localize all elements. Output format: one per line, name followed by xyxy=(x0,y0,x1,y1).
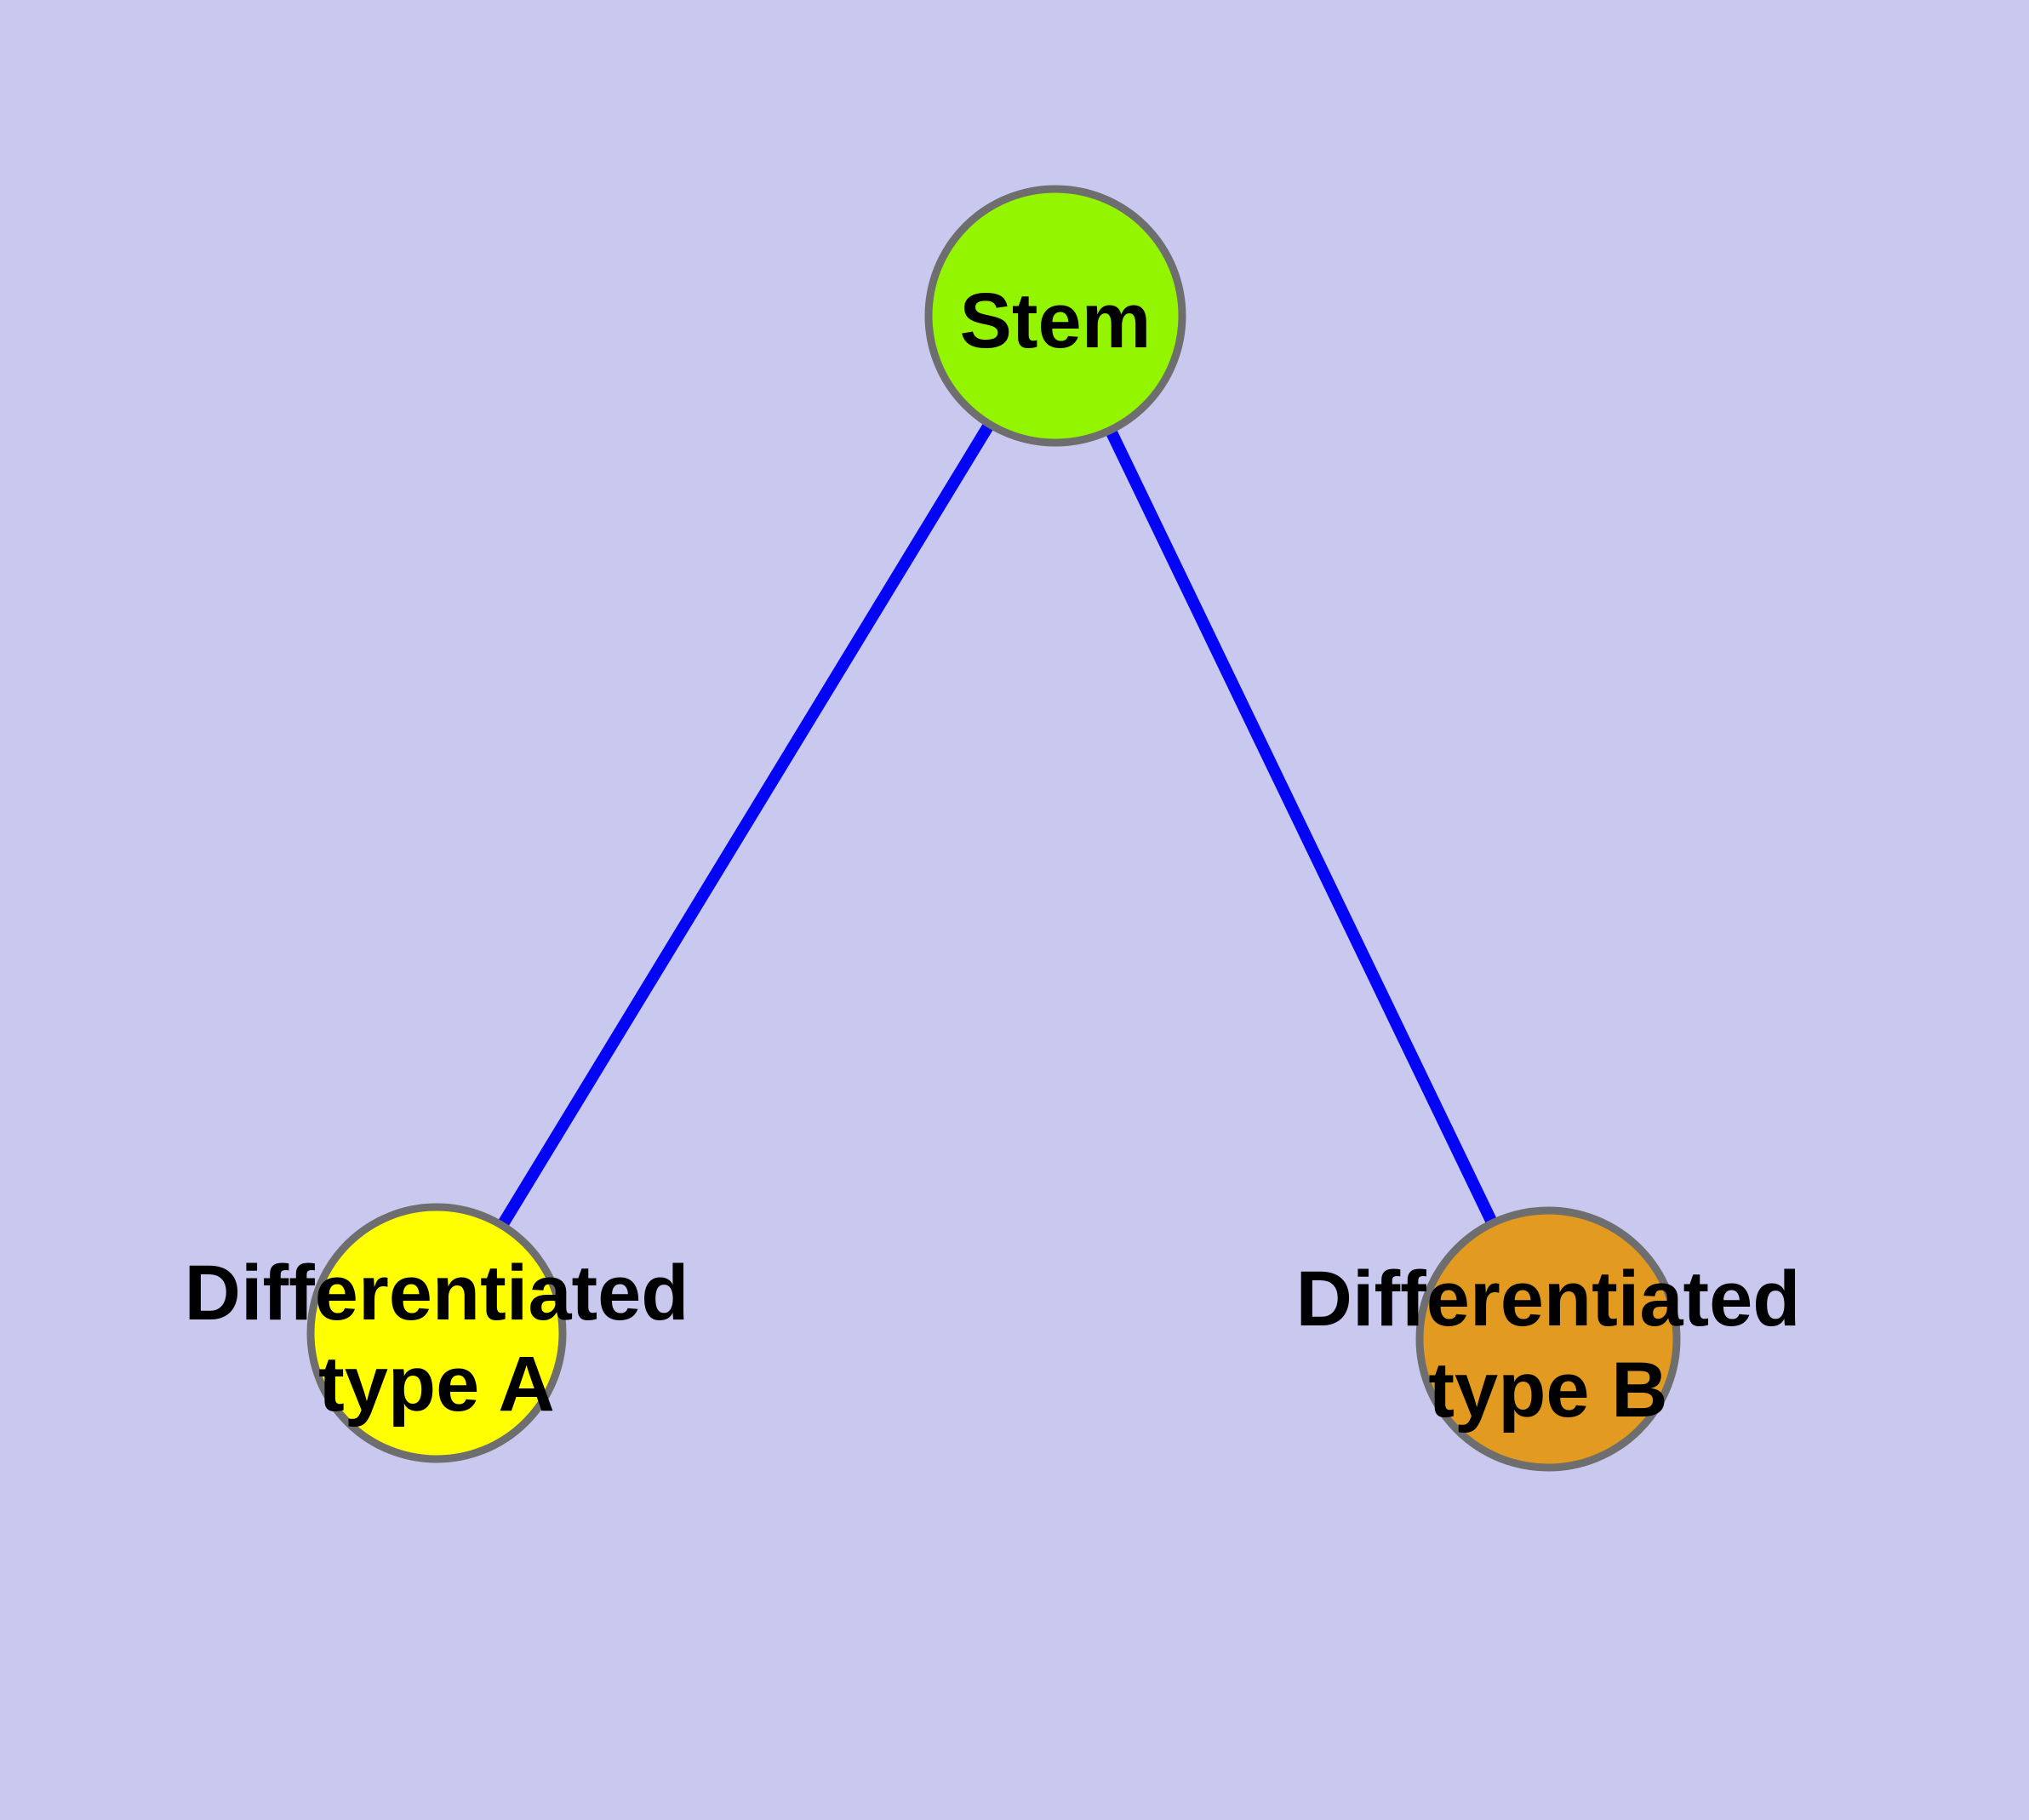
node-type-b-label-line2: type B xyxy=(1428,1347,1667,1434)
node-differentiated-type-a xyxy=(306,1203,567,1463)
node-type-a-label-line2: type A xyxy=(318,1341,555,1428)
edge-stem-to-type-a xyxy=(432,312,1060,1336)
node-type-b-label-line1: Differentiated xyxy=(1296,1256,1801,1342)
node-type-a-label-line1: Differentiated xyxy=(185,1250,689,1336)
edge-stem-to-type-b xyxy=(1049,312,1554,1342)
node-stem-label: Stem xyxy=(960,278,1152,364)
node-stem xyxy=(924,185,1186,447)
node-differentiated-type-b xyxy=(1415,1206,1681,1472)
